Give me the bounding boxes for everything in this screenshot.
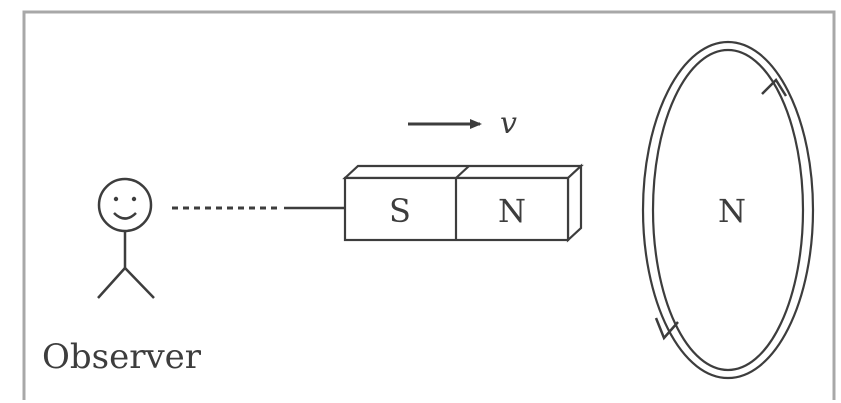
magnet-end-face — [566, 163, 583, 243]
magnet-north-label: N — [498, 192, 526, 230]
observer-right-eye — [131, 196, 137, 202]
magnet-south-label: S — [389, 192, 411, 230]
magnet-pole-divider-top — [455, 165, 470, 179]
velocity-label: v — [500, 106, 517, 141]
observer-left-leg — [97, 267, 126, 299]
observer-label: Observer — [42, 337, 202, 377]
observer-smile — [113, 212, 137, 220]
bar-magnet — [342, 163, 584, 243]
coil-current-arrow-bottom-icon — [654, 317, 679, 341]
coil-loop — [641, 40, 815, 380]
coil-north-label: N — [718, 192, 746, 230]
diagram-frame — [22, 10, 836, 400]
observer-right-leg — [124, 267, 155, 299]
observer-left-eye — [113, 196, 119, 202]
coil-inner-ring — [651, 48, 805, 372]
coil-outer-ring — [641, 40, 815, 380]
coil-current-arrow-top-icon — [761, 78, 788, 97]
observer-figure — [97, 177, 155, 299]
observer-head — [97, 177, 153, 233]
